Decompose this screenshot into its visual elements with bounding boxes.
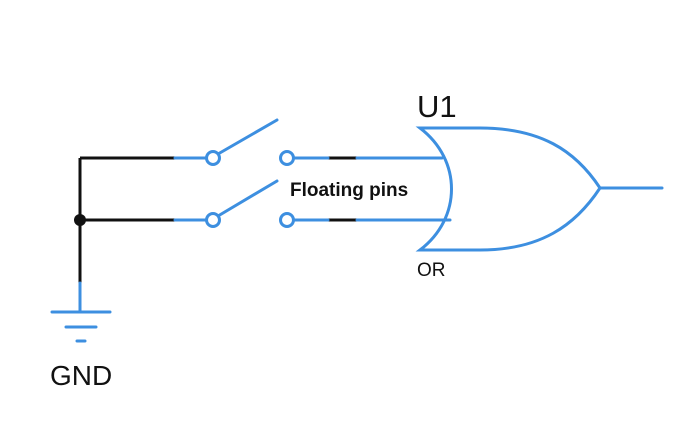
upper-switch-contact <box>279 150 295 166</box>
or-gate-body <box>415 126 602 252</box>
ground-symbol <box>50 281 112 343</box>
junction-dot <box>74 214 86 226</box>
upper-switch-pivot <box>205 150 221 166</box>
lower-switch <box>173 179 330 228</box>
component-ref-label: U1 <box>417 89 457 124</box>
gate-type-label: OR <box>417 260 446 281</box>
upper-switch-lever <box>216 118 279 156</box>
ground-label: GND <box>50 360 112 391</box>
lower-switch-contact <box>279 212 295 228</box>
upper-switch <box>173 118 330 166</box>
floating-pins-label: Floating pins <box>290 180 408 201</box>
lower-switch-pivot <box>205 212 221 228</box>
lower-switch-lever <box>216 179 279 218</box>
